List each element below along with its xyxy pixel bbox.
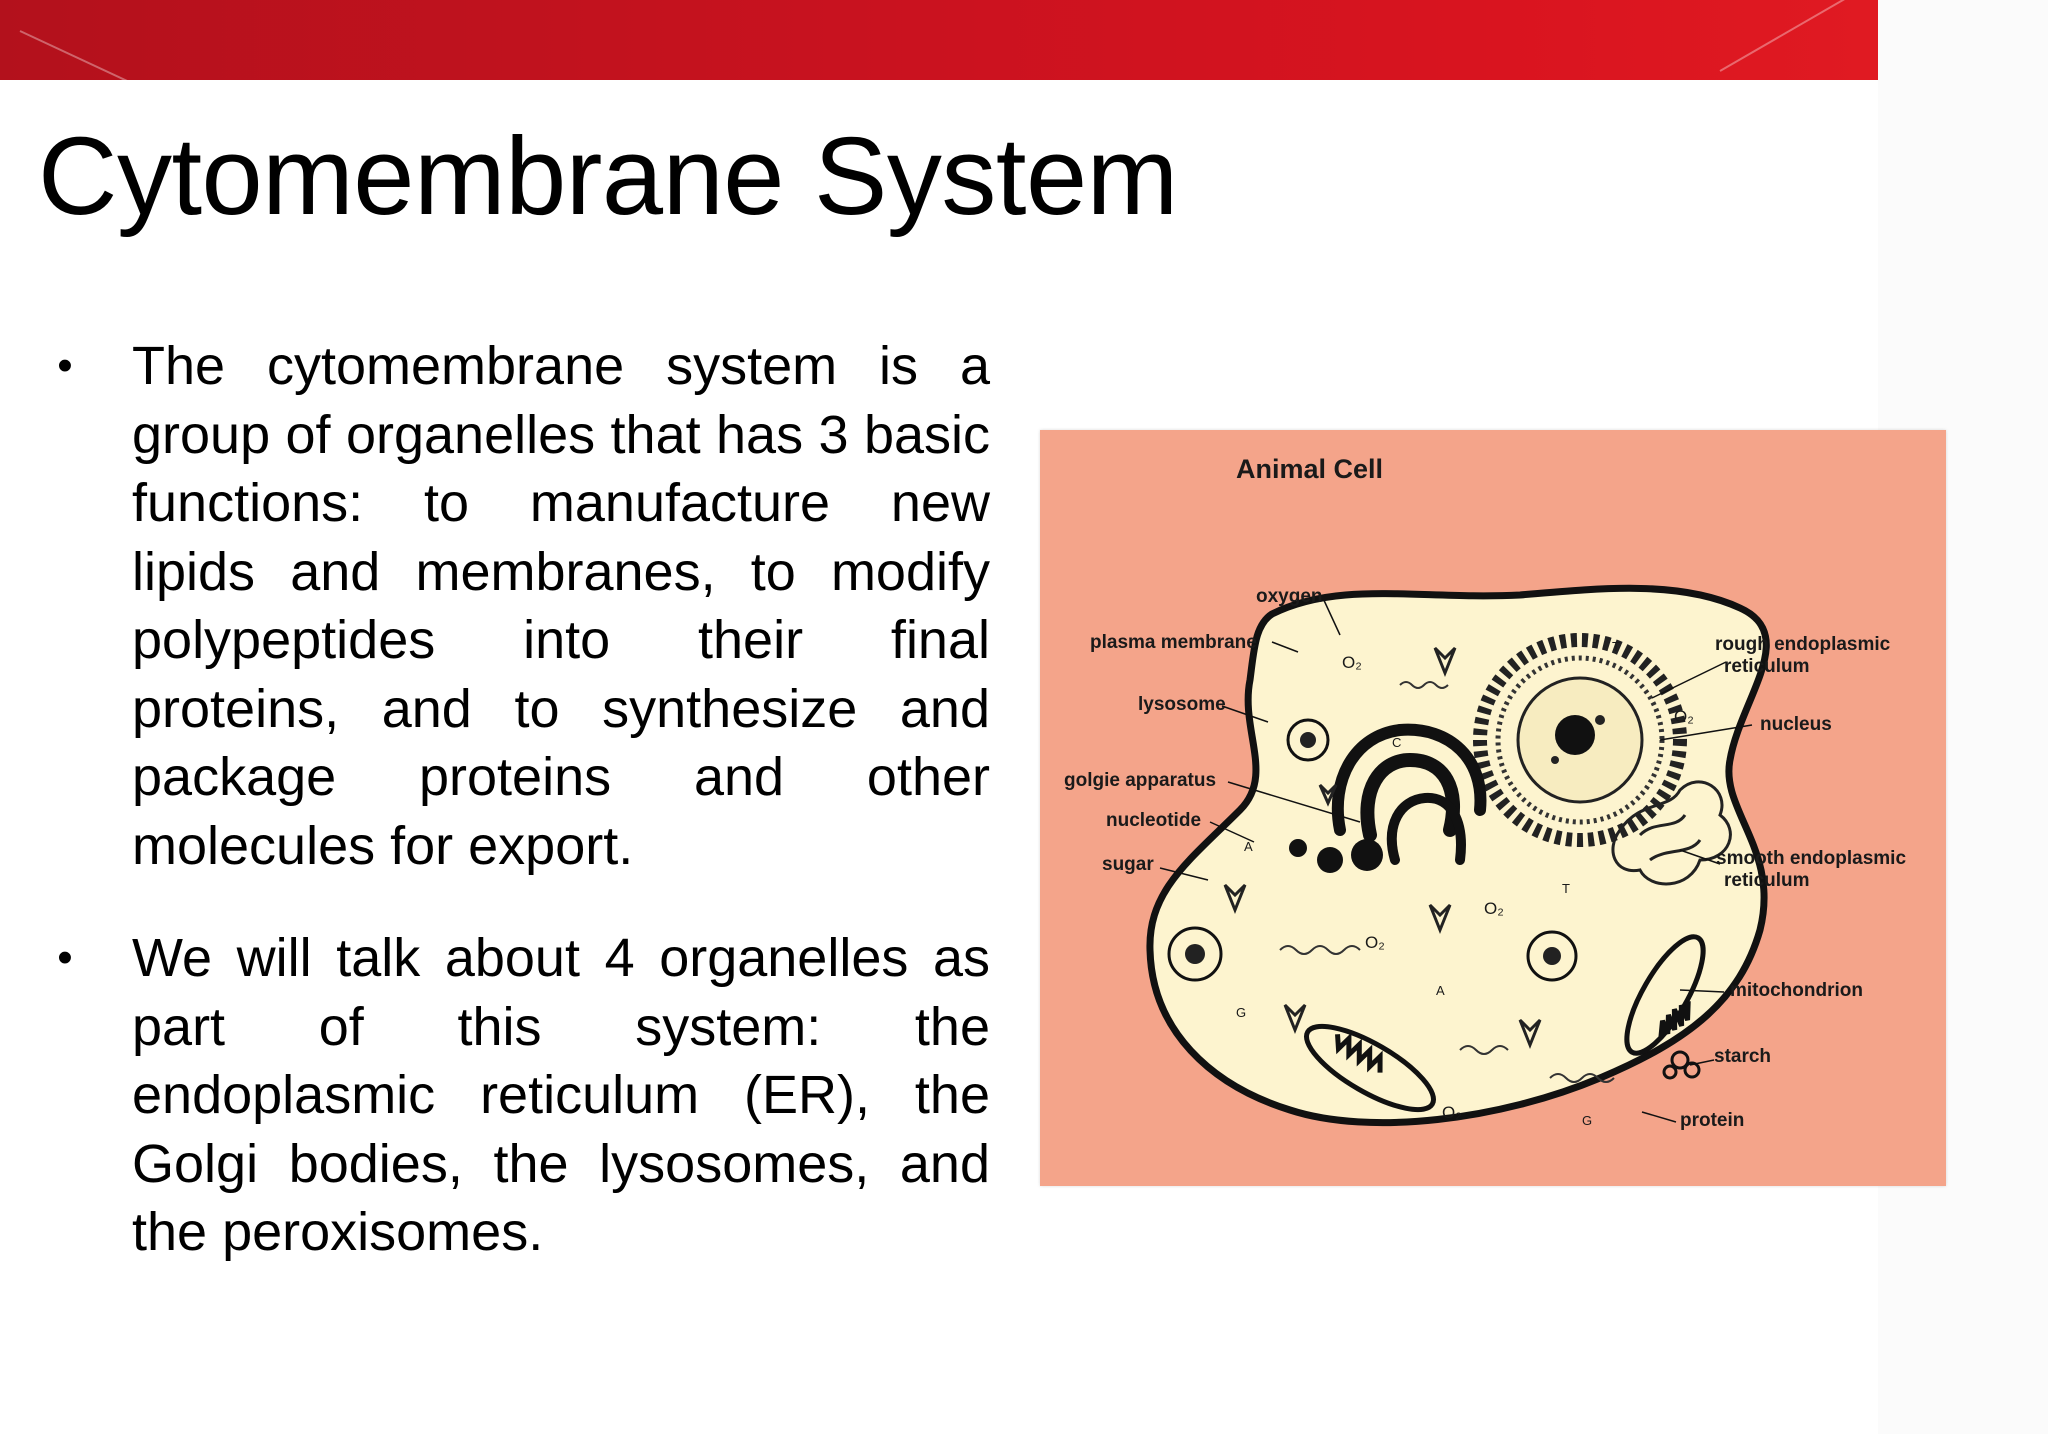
header-streak (19, 30, 130, 80)
cell-illustration (1146, 584, 1770, 1127)
lysosome (1167, 926, 1223, 982)
label-sugar: sugar (1102, 854, 1154, 875)
protein-chain (1279, 681, 1615, 1083)
smooth-er (1611, 780, 1732, 886)
animal-cell-diagram: Animal Cell oxygen plasma membrane lysos… (1040, 430, 1946, 1186)
bullet-marker: • (57, 933, 73, 982)
symbol-c: C (1392, 735, 1402, 750)
bullet-text: The cytomembrane system is a group of or… (132, 336, 990, 876)
slide-title: Cytomembrane System (38, 115, 1178, 238)
symbol-g: G (1236, 1005, 1247, 1020)
starch (1662, 1050, 1701, 1080)
symbol-o2: O₂ (1365, 933, 1385, 952)
label-smooth-er-line2: reticulum (1724, 870, 1810, 891)
symbol-a: A (1244, 839, 1253, 854)
bullet-item: • We will talk about 4 organelles as par… (40, 924, 990, 1267)
label-nucleus: nucleus (1760, 714, 1832, 735)
label-protein: protein (1680, 1110, 1745, 1131)
diagram-title: Animal Cell (1236, 454, 1384, 484)
label-mitochondrion: mitochondrion (1730, 980, 1863, 1001)
symbol-o2: O₂ (1484, 899, 1504, 918)
label-rough-er-line2: reticulum (1724, 656, 1810, 677)
label-nucleotide: nucleotide (1106, 810, 1202, 831)
label-golgi-apparatus: golgie apparatus (1064, 770, 1217, 791)
symbol-g: G (1582, 1113, 1593, 1128)
label-starch: starch (1714, 1046, 1772, 1067)
symbol-a: A (1436, 983, 1445, 998)
bullet-item: • The cytomembrane system is a group of … (40, 332, 990, 880)
symbol-t: T (1562, 881, 1570, 896)
symbol-t: T (1612, 639, 1620, 654)
lysosome (1286, 718, 1330, 762)
header-streak (1719, 0, 1860, 72)
label-lysosome: lysosome (1138, 694, 1226, 715)
bullet-marker: • (57, 341, 73, 390)
symbol-o2: O₂ (1442, 1103, 1462, 1122)
golgi-apparatus (1331, 723, 1487, 865)
label-plasma-membrane: plasma membrane (1090, 632, 1257, 653)
header-bar (0, 0, 1878, 80)
label-smooth-er: smooth endoplasmic (1716, 848, 1907, 869)
bullet-list: • The cytomembrane system is a group of … (40, 332, 990, 1267)
lysosome (1526, 930, 1578, 982)
symbol-o2: O₂ (1342, 653, 1362, 672)
mitochondrion (1304, 1023, 1436, 1113)
nucleus-group (1473, 633, 1687, 847)
symbol-o2: O₂ (1674, 707, 1694, 726)
label-rough-er: rough endoplasmic (1715, 634, 1891, 655)
sugar-molecules (1223, 646, 1542, 1050)
label-oxygen: oxygen (1256, 586, 1323, 607)
leader-lines (1159, 595, 1753, 1123)
mitochondrion (1624, 934, 1706, 1056)
bullet-text: We will talk about 4 organelles as part … (132, 928, 990, 1262)
